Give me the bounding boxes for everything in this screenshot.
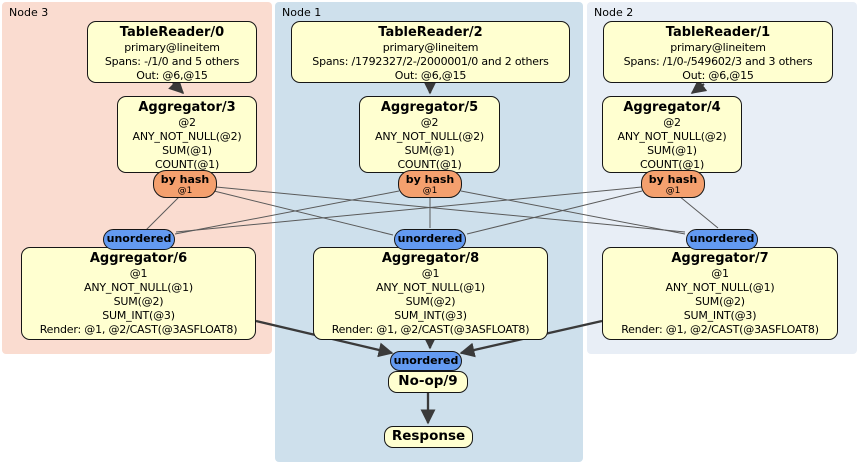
aggregator3-title: Aggregator/3: [138, 100, 236, 115]
response-node: Response: [384, 426, 473, 448]
aggregator4-title: Aggregator/4: [623, 100, 721, 115]
aggregator8-title: Aggregator/8: [381, 251, 480, 266]
aggregator4-node: Aggregator/4 @2 ANY_NOT_NULL(@2) SUM(@1)…: [602, 96, 742, 173]
tablereader0-node: TableReader/0 primary@lineitem Spans: -/…: [87, 21, 257, 83]
node1-label: Node 1: [282, 6, 322, 19]
aggregator6-title: Aggregator/6: [89, 251, 188, 266]
node3-label: Node 3: [9, 6, 49, 19]
unordered-sync-node1: unordered: [394, 229, 466, 250]
aggregator7-node: Aggregator/7 @1 ANY_NOT_NULL(@1) SUM(@2)…: [602, 247, 838, 340]
aggregator6-node: Aggregator/6 @1 ANY_NOT_NULL(@1) SUM(@2)…: [21, 247, 256, 340]
by-hash-router-node2: by hash @1: [641, 170, 705, 198]
by-hash-router-node1: by hash @1: [398, 170, 462, 198]
aggregator5-title: Aggregator/5: [380, 100, 479, 115]
noop9-node: No-op/9: [388, 371, 468, 393]
aggregator3-node: Aggregator/3 @2 ANY_NOT_NULL(@2) SUM(@1)…: [117, 96, 257, 173]
aggregator8-node: Aggregator/8 @1 ANY_NOT_NULL(@1) SUM(@2)…: [313, 247, 548, 340]
aggregator7-title: Aggregator/7: [671, 251, 769, 266]
node2-label: Node 2: [594, 6, 634, 19]
noop9-title: No-op/9: [398, 373, 458, 389]
response-title: Response: [391, 428, 466, 444]
tablereader2-title: TableReader/2: [378, 25, 483, 40]
tablereader1-title: TableReader/1: [665, 25, 771, 40]
unordered-sync-final: unordered: [390, 351, 462, 371]
aggregator5-node: Aggregator/5 @2 ANY_NOT_NULL(@2) SUM(@1)…: [359, 96, 500, 173]
tablereader0-title: TableReader/0: [119, 25, 225, 40]
tablereader1-node: TableReader/1 primary@lineitem Spans: /1…: [603, 21, 833, 83]
unordered-sync-node2: unordered: [686, 229, 758, 250]
by-hash-router-node3: by hash @1: [153, 170, 217, 198]
unordered-sync-node3: unordered: [103, 229, 175, 250]
tablereader2-node: TableReader/2 primary@lineitem Spans: /1…: [291, 21, 570, 83]
